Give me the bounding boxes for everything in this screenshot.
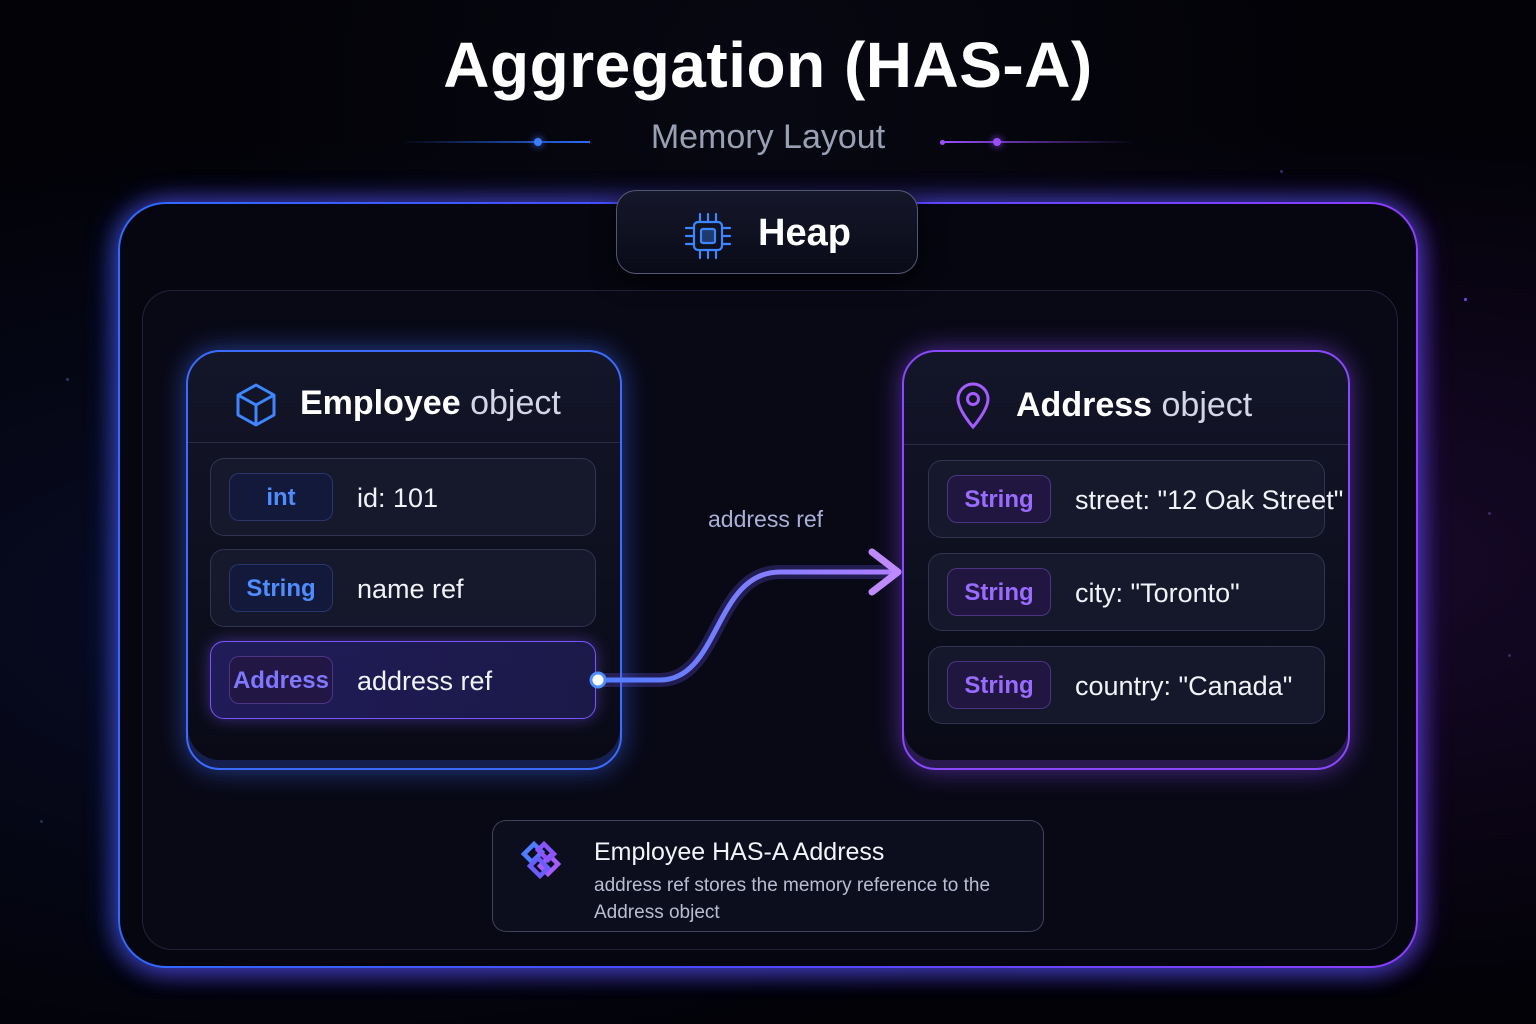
connector-line <box>595 569 893 683</box>
explanation-note <box>492 820 1044 932</box>
link-icon <box>520 840 562 880</box>
employee-title-bold: Employee <box>300 384 461 422</box>
card-header-divider <box>904 444 1348 445</box>
cpu-chip-icon <box>684 212 732 260</box>
employee-field-row: String name ref <box>210 549 596 627</box>
field-value: name ref <box>357 574 464 604</box>
employee-field-row-highlighted: Address address ref <box>210 641 596 719</box>
address-field-row: String country: "Canada" <box>928 646 1325 724</box>
particle <box>66 378 69 381</box>
particle <box>1508 654 1511 657</box>
subtitle: Memory Layout <box>650 118 886 156</box>
type-badge: String <box>947 568 1051 616</box>
type-badge: Address <box>229 656 333 704</box>
note-description: address ref stores the memory reference … <box>594 875 991 923</box>
heap-label: Heap <box>758 212 851 254</box>
field-value: city: "Toronto" <box>1075 578 1240 608</box>
particle <box>1488 512 1491 515</box>
address-title-light: object <box>1161 386 1253 424</box>
heap-label-pill <box>616 190 918 274</box>
address-title-bold: Address <box>1016 386 1153 424</box>
arrowhead-icon <box>868 548 902 596</box>
divider-dot <box>534 138 542 146</box>
location-pin-icon <box>956 382 990 430</box>
employee-title-light: object <box>470 384 561 422</box>
particle <box>1280 170 1283 173</box>
employee-card-title: Employee object <box>300 384 561 423</box>
connector-label: address ref <box>708 506 824 532</box>
field-value: address ref <box>357 666 493 696</box>
page-title: Aggregation (HAS-A) <box>443 29 1093 101</box>
address-field-row: String street: "12 Oak Street" <box>928 460 1343 538</box>
cube-icon <box>236 383 276 427</box>
type-badge: String <box>947 661 1051 709</box>
divider-dot <box>940 140 945 145</box>
note-title: Employee HAS-A Address <box>594 838 885 866</box>
connector-origin-dot <box>589 671 607 689</box>
field-value: id: 101 <box>357 483 439 513</box>
type-badge: String <box>947 475 1051 523</box>
field-value: country: "Canada" <box>1075 671 1293 701</box>
particle <box>40 820 43 823</box>
type-badge: String <box>229 564 333 612</box>
employee-field-row: int id: 101 <box>210 458 596 536</box>
address-field-row: String city: "Toronto" <box>928 553 1325 631</box>
subtitle-divider-left <box>400 141 590 143</box>
type-badge: int <box>229 473 333 521</box>
field-value: street: "12 Oak Street" <box>1075 485 1344 515</box>
particle <box>1464 298 1467 301</box>
subtitle-divider-right <box>940 141 1135 143</box>
card-header-divider <box>188 442 620 443</box>
divider-dot <box>993 138 1001 146</box>
address-card-title: Address object <box>1016 386 1252 425</box>
